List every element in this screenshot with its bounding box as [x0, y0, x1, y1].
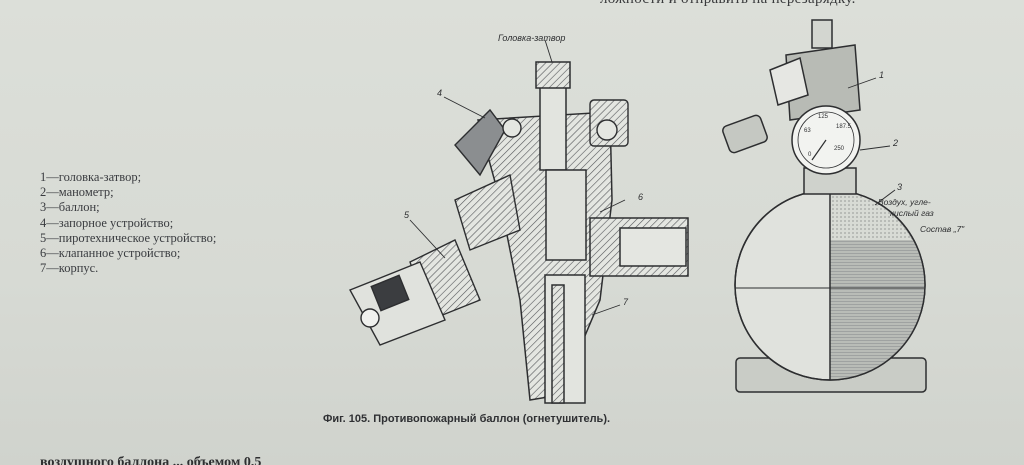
label-2: 2 — [893, 138, 899, 148]
legend-item: 5—пиротехническое устройство; — [40, 230, 217, 245]
legend-item: 3—баллон; — [40, 200, 100, 215]
extinguisher-view — [722, 19, 927, 393]
label-4: 4 — [437, 88, 443, 98]
figure-legend: 1—головка-затвор; 2—манометр; 3—баллон; … — [40, 170, 300, 276]
legend-item: 7—корпус. — [40, 261, 99, 276]
contents-line-3: Состав „7" — [920, 224, 965, 234]
label-3: 3 — [897, 182, 903, 192]
gauge-tick-3: 250 — [834, 146, 845, 152]
legend-item: 2—манометр; — [40, 185, 114, 200]
label-5: 5 — [404, 210, 410, 220]
label-7: 7 — [623, 297, 629, 307]
label-6: 6 — [638, 192, 644, 202]
pyrotechnic-device — [349, 173, 521, 346]
legend-item: 6—клапанное устройство; — [40, 246, 181, 261]
leader-lines — [409, 39, 626, 316]
gauge-tick-2: 187.5 — [836, 124, 852, 130]
extinguisher-leader-lines — [847, 77, 896, 206]
gauge-tick-5: 0 — [808, 152, 812, 158]
bottom-text-fragment: воздушного баллона ... объемом 0,5 — [40, 455, 262, 465]
legend-item: 1—головка-затвор; — [40, 170, 142, 184]
gauge-tick-1: 125 — [818, 114, 829, 120]
gauge-tick-4: 63 — [804, 128, 811, 134]
lever-arm — [454, 99, 629, 177]
figure-caption: Фиг. 105. Противопожарный баллон (огнету… — [323, 413, 611, 425]
header-label: Головка-затвор — [498, 33, 566, 43]
contents-line-2: кислый газ — [890, 208, 934, 218]
legend-item: 4—запорное устройство; — [40, 215, 174, 230]
label-1: 1 — [879, 70, 885, 80]
top-text-fragment: ложности и отправить на перезарядку. — [600, 0, 1020, 11]
contents-line-1: Воздух, угле- — [878, 197, 931, 207]
